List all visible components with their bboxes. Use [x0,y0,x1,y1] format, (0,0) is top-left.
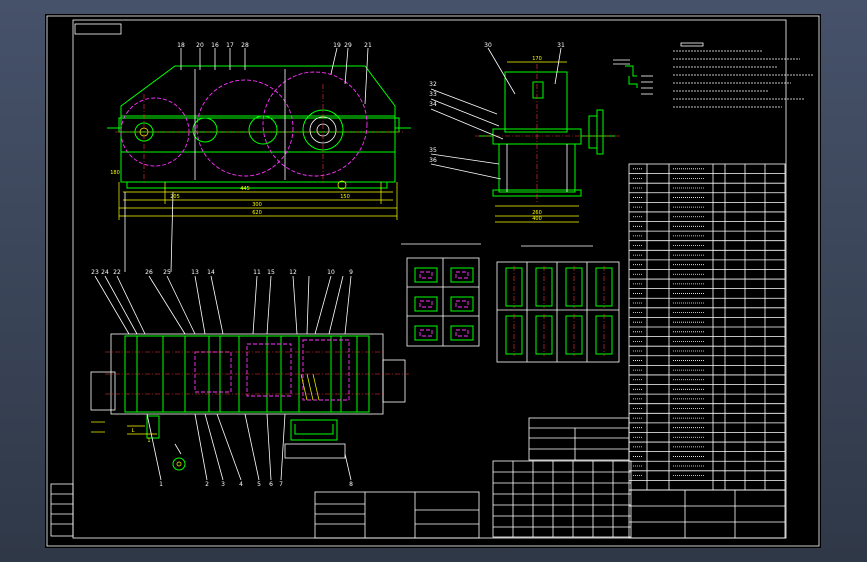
title-block [314,417,786,539]
balloon-label: 17 [226,42,234,49]
balloon-label: 7 [279,481,283,488]
balloon-label: 28 [241,42,249,49]
balloon-label: 26 [145,269,153,276]
balloon-label: 12 [289,269,297,276]
balloon-label: 10 [327,269,335,276]
balloon-label: 23 [91,269,99,276]
balloon-label: 21 [364,42,372,49]
dimension-label: 620 [252,210,262,216]
dimension-label: 445 [240,186,250,192]
parts-list [628,163,786,491]
detail-sketch-inner [455,329,469,337]
detail-table-left [401,243,481,347]
balloon-label: 13 [191,269,199,276]
balloon-label: 6 [269,481,273,488]
detail-sketch [450,325,474,341]
dimension-label: 150 [340,194,350,200]
detail-sketch [414,267,438,283]
balloon-label: 2 [205,481,209,488]
dimension-label: 170 [532,56,542,62]
balloon-label: 25 [163,269,171,276]
balloon-label: 35 [429,147,437,154]
balloon-label: 1 [159,481,163,488]
dimension-label: 300 [252,202,262,208]
dimension-label: 1 [147,438,150,444]
balloon-label: 4 [239,481,243,488]
balloon-label: 30 [484,42,492,49]
detail-sketch-inner [419,300,433,308]
technical-notes [613,42,814,108]
dimension-label: 180 [110,170,120,176]
balloon-label: 32 [429,81,437,88]
balloon-label: 11 [253,269,261,276]
balloon-label: 22 [113,269,121,276]
balloon-label: 29 [344,42,352,49]
balloon-label: 18 [177,42,185,49]
dimension-label: 400 [532,216,542,222]
detail-sketch [414,296,438,312]
balloon-label: 20 [196,42,204,49]
balloon-label: 31 [557,42,565,49]
balloon-label: 16 [211,42,219,49]
dimension-label: 260 [532,210,542,216]
detail-sketch-inner [455,271,469,279]
balloon-label: 5 [257,481,261,488]
detail-table-right [496,245,620,363]
detail-sketch-inner [419,271,433,279]
detail-sketch-inner [455,300,469,308]
detail-sketch [450,296,474,312]
balloon-label: 19 [333,42,341,49]
balloon-label: 33 [429,91,437,98]
detail-sketch-inner [419,329,433,337]
balloon-label: 8 [349,481,353,488]
gear-parameter-table [492,460,632,538]
balloon-label: 24 [101,269,109,276]
dimension-label: 205 [170,194,180,200]
detail-sketch [450,267,474,283]
balloon-label: 9 [349,269,353,276]
balloon-label: 34 [429,101,437,108]
balloon-label: 3 [221,481,225,488]
balloon-label: 15 [267,269,275,276]
dimension-label: L [132,428,135,434]
balloon-label: 14 [207,269,215,276]
detail-sketch [414,325,438,341]
balloon-label: 36 [429,157,437,164]
